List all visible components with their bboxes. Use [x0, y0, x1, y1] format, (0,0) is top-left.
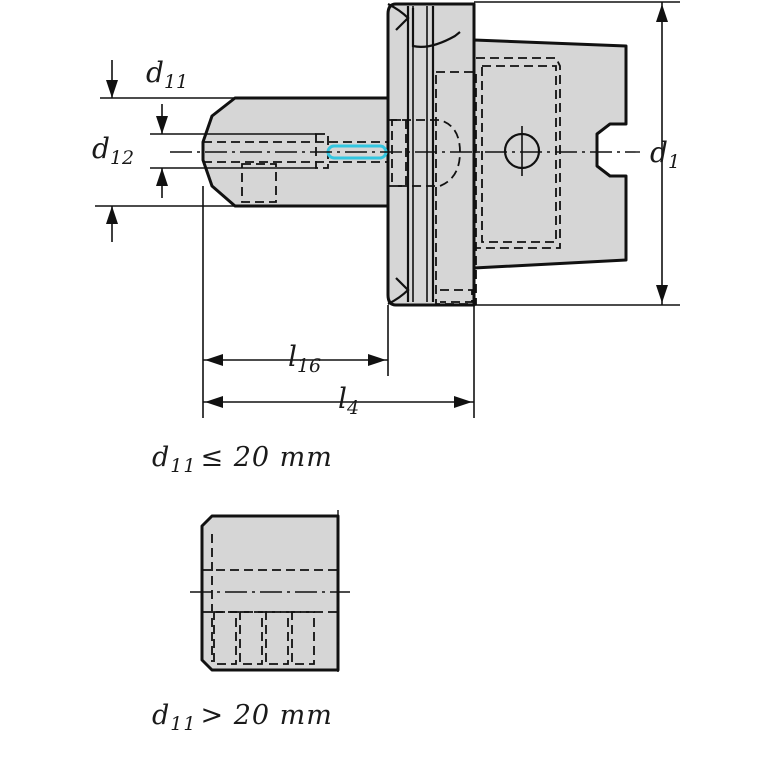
detail-large-shank — [190, 510, 350, 676]
tool-holder-side-view — [170, 2, 640, 307]
label-d1: d1 — [650, 136, 680, 173]
holder-taper — [472, 38, 628, 270]
holder-flange — [386, 2, 476, 307]
dimensions: d11 d12 d1 l16 l4 — [92, 1, 680, 419]
detail-shank-body — [200, 514, 340, 672]
label-l16: l16 — [288, 340, 321, 377]
label-d11: d11 — [146, 56, 188, 93]
caption-small-diameter: d11≤ 20 mm — [152, 442, 333, 477]
label-l4: l4 — [338, 382, 359, 419]
label-d12: d12 — [92, 132, 134, 169]
caption-large-diameter: d11> 20 mm — [152, 700, 333, 735]
